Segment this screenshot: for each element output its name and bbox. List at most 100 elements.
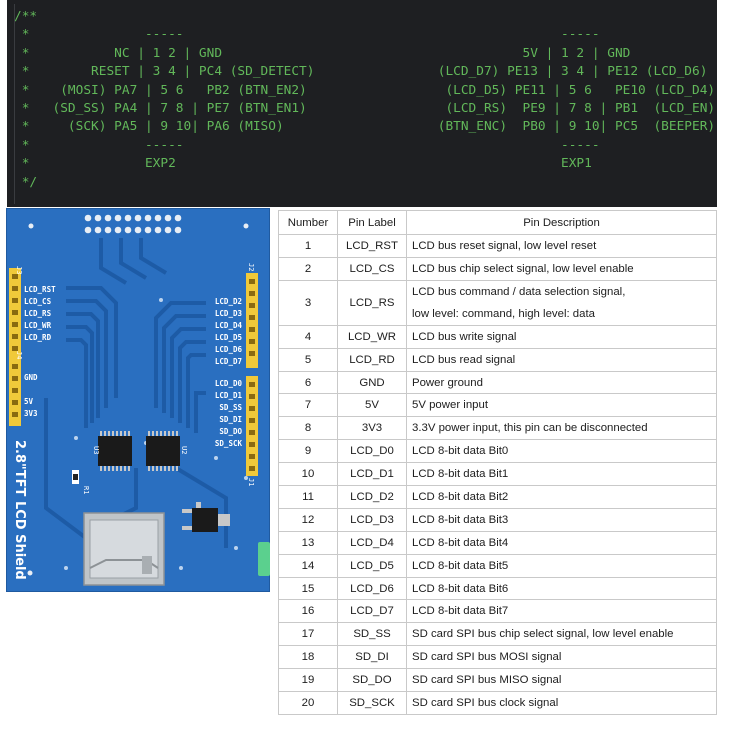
- pin-description-line: Power ground: [412, 376, 483, 389]
- silk-lcd-d2: LCD_D2: [215, 297, 242, 306]
- right-header-label: J2: [247, 263, 255, 271]
- silk-lcd-d7: LCD_D7: [215, 357, 242, 366]
- sd-card-slot: [83, 512, 165, 586]
- pin-label-cell: LCD_D3: [337, 507, 407, 532]
- code-line: */: [14, 174, 38, 190]
- pin-number-cell: 19: [278, 668, 338, 693]
- silk-lcd-wr: LCD_WR: [24, 321, 52, 330]
- pin-number-cell: 14: [278, 553, 338, 578]
- header-pin-description: Pin Description: [406, 210, 717, 235]
- pin-label-cell: LCD_D6: [337, 576, 407, 601]
- pin-number-cell: 5: [278, 347, 338, 372]
- pin-number-cell: 10: [278, 462, 338, 487]
- pin-description-line: 3.3V power input, this pin can be discon…: [412, 422, 648, 435]
- ic-label-u2: U2: [180, 446, 188, 454]
- silk-5v: 5V: [24, 397, 34, 406]
- pin-label-cell: SD_DO: [337, 668, 407, 693]
- pin-number-cell: 1: [278, 234, 338, 258]
- green-connector-tab: [258, 542, 270, 576]
- pin-number-cell: 6: [278, 370, 338, 395]
- code-line: * (SD_SS) PA4 | 7 8 | PE7 (BTN_EN1) (LCD…: [14, 101, 716, 117]
- pin-label-cell: LCD_D4: [337, 530, 407, 555]
- pin-description-cell: LCD 8-bit data Bit7: [406, 599, 717, 624]
- pin-number-cell: 15: [278, 576, 338, 601]
- pin-description-line: LCD 8-bit data Bit7: [412, 605, 509, 618]
- pin-description-cell: LCD 8-bit data Bit1: [406, 462, 717, 487]
- pin-description-line: LCD 8-bit data Bit6: [412, 582, 509, 595]
- right-header2-label: J1: [247, 478, 255, 486]
- pin-label-cell: LCD_D1: [337, 462, 407, 487]
- silk-lcd-d1: LCD_D1: [215, 391, 243, 400]
- table-header-row: Number Pin Label Pin Description: [278, 210, 717, 235]
- pin-description-cell: LCD 8-bit data Bit4: [406, 530, 717, 555]
- pin-description-line: LCD bus command / data selection signal,: [412, 285, 626, 298]
- pin-description-line: SD card SPI bus clock signal: [412, 696, 559, 709]
- pin-label-cell: LCD_RST: [337, 234, 407, 258]
- code-line: /**: [14, 9, 38, 24]
- pin-label-cell: SD_DI: [337, 645, 407, 670]
- pin-description-line: LCD 8-bit data Bit2: [412, 490, 509, 503]
- pin-description-line: LCD 8-bit data Bit5: [412, 559, 509, 572]
- code-line: * (SCK) PA5 | 9 10| PA6 (MISO) (BTN_ENC)…: [14, 119, 716, 135]
- pin-description-cell: LCD 8-bit data Bit0: [406, 439, 717, 464]
- pin-description-cell: LCD 8-bit data Bit2: [406, 485, 717, 509]
- silk-sd-di: SD_DI: [219, 415, 242, 424]
- silk-sd-ss: SD_SS: [219, 403, 242, 412]
- pin-description-cell: LCD bus write signal: [406, 324, 717, 349]
- via-holes-row: [84, 214, 182, 234]
- pin-description-line: LCD bus write signal: [412, 330, 517, 343]
- pin-number-cell: 17: [278, 622, 338, 647]
- ic-chip-u3: U3: [92, 431, 132, 471]
- silk-3v3: 3V3: [24, 409, 38, 418]
- pin-description-cell: LCD 8-bit data Bit5: [406, 553, 717, 578]
- silk-lcd-d5: LCD_D5: [215, 333, 242, 342]
- pin-number-cell: 16: [278, 599, 338, 624]
- pin-description-cell: LCD 8-bit data Bit3: [406, 507, 717, 532]
- pinout-comment-code: /** * ----- ----- * NC | 1 2 | GND 5V | …: [7, 0, 717, 192]
- silk-lcd-d4: LCD_D4: [215, 321, 243, 330]
- pin-label-cell: LCD_D7: [337, 599, 407, 624]
- pin-description-cell: SD card SPI bus clock signal: [406, 691, 717, 715]
- pcb-traces: [44, 238, 228, 548]
- board-silkscreen-title: 2.8"TFT LCD Shield: [12, 440, 27, 580]
- pin-description-cell: LCD bus read signal: [406, 347, 717, 372]
- pin-description-cell: SD card SPI bus MOSI signal: [406, 645, 717, 670]
- pin-description-line: SD card SPI bus MOSI signal: [412, 651, 562, 664]
- pin-label-cell: SD_SCK: [337, 691, 407, 715]
- code-line: * EXP2 EXP1: [14, 156, 592, 172]
- pin-description-line: LCD 8-bit data Bit1: [412, 468, 509, 481]
- power-header-label: J4: [15, 351, 23, 359]
- pin-description-cell: LCD bus command / data selection signal,…: [406, 279, 717, 326]
- pin-description-line: LCD bus chip select signal, low level en…: [412, 262, 634, 275]
- silk-lcd-rs: LCD_RS: [24, 309, 52, 318]
- pin-label-cell: LCD_RD: [337, 347, 407, 372]
- code-gutter-line: [14, 4, 15, 204]
- pin-label-cell: LCD_RS: [337, 279, 407, 326]
- pin-description-cell: 5V power input: [406, 393, 717, 418]
- header-number: Number: [278, 210, 338, 235]
- code-snippet-panel: /** * ----- ----- * NC | 1 2 | GND 5V | …: [7, 0, 717, 207]
- pin-description-cell: 3.3V power input, this pin can be discon…: [406, 416, 717, 441]
- pin-number-cell: 3: [278, 279, 338, 326]
- code-line: * ----- -----: [14, 27, 600, 43]
- resistor-label: R1: [82, 486, 90, 494]
